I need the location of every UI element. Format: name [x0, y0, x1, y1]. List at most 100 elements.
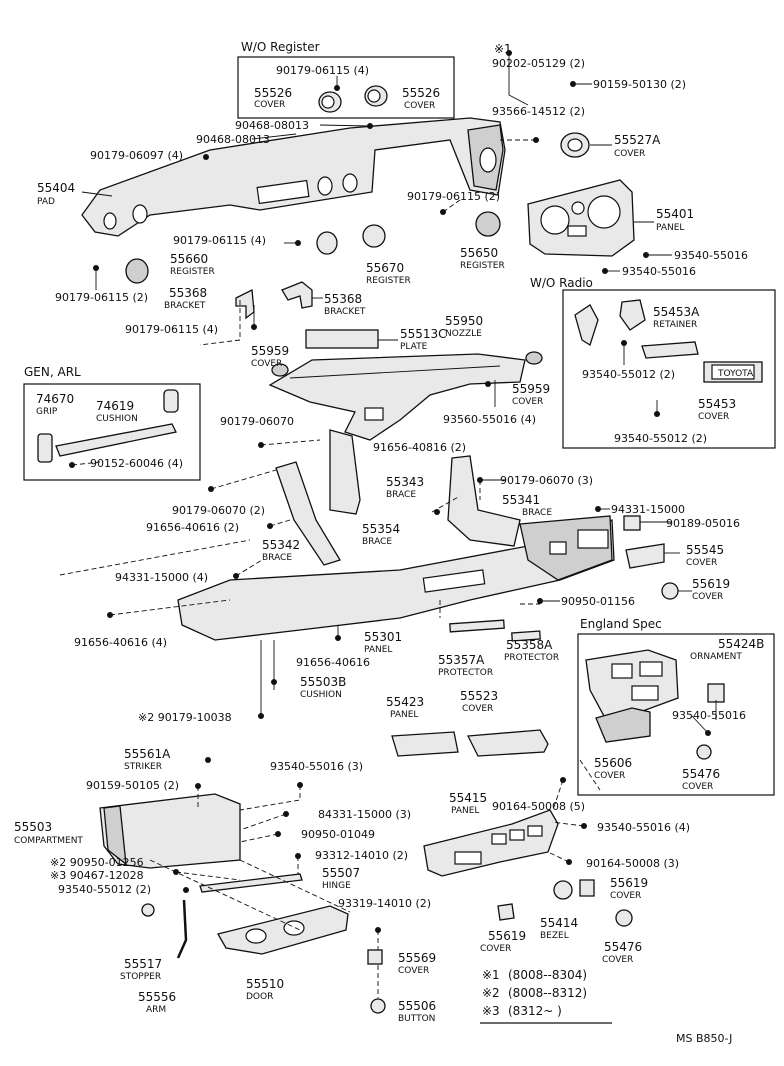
callout-c58-part: 55503B [300, 675, 346, 689]
callout-c84-part: 55476 [604, 940, 642, 954]
callout-c62-name: COVER [462, 704, 493, 714]
england-spec-box: England Spec [577, 617, 775, 796]
callout-c89-name: BUTTON [398, 1014, 435, 1024]
callout-c19-part: 55670 [366, 261, 404, 275]
callout-c45: 90189-05016 [666, 517, 740, 530]
callout-c57-part: 55357A [438, 653, 485, 667]
callout-c14-part: 55401 [656, 207, 694, 221]
callout-c48-part: 55545 [686, 543, 724, 557]
callout-c15: 90179-06115 (4) [173, 234, 266, 247]
pad-drawing [81, 117, 506, 237]
callout-c52: 91656-40616 (4) [74, 636, 167, 649]
callout-c82-name: COVER [480, 944, 511, 954]
legend-range-2: (8008--8312) [508, 986, 587, 1000]
callout-c19-name: REGISTER [366, 276, 411, 286]
callout-c31-name: COVER [698, 412, 729, 422]
brace-drawings [275, 429, 521, 566]
england-spec-drawings [585, 649, 725, 760]
callout-c25-part: 55453A [653, 305, 700, 319]
legend-mark-3: ※3 [482, 1004, 500, 1018]
callout-c20: 93540-55016 [622, 265, 696, 278]
callout-c47-name: BRACE [262, 553, 292, 563]
hinge-drawing [199, 873, 303, 893]
callout-c17-name: REGISTER [170, 267, 215, 277]
callout-c8: 90468-08013 [235, 119, 309, 132]
nozzle-drawing [268, 353, 526, 441]
wo-register-box: W/O Register [237, 40, 455, 119]
protector-drawings [449, 619, 541, 642]
callout-c33-name: CUSHION [96, 414, 138, 424]
callout-c69: 84331-15000 (3) [318, 808, 411, 821]
wo-radio-drawings: TOYOTA [574, 299, 763, 383]
gen-arl-label: GEN, ARL [24, 365, 81, 379]
callout-c26: 90179-06115 (4) [125, 323, 218, 336]
callout-c49: 94331-15000 (4) [115, 571, 208, 584]
callout-c88-part: 55556 [138, 990, 176, 1004]
callout-c68-part: 55415 [449, 791, 487, 805]
footer-code: MS B850-J [676, 1032, 732, 1045]
callout-c66: 93540-55016 (3) [270, 760, 363, 773]
callout-c65-part: 55561A [124, 747, 171, 761]
callout-c82-part: 55619 [488, 929, 526, 943]
callout-c17-part: 55660 [170, 252, 208, 266]
callout-c37: 90152-60046 (4) [90, 457, 183, 470]
callout-c14-name: PANEL [656, 223, 684, 233]
callout-c77: 90164-50008 (3) [586, 857, 679, 870]
wo-radio-label: W/O Radio [530, 276, 593, 290]
bezel-drawings [497, 879, 633, 927]
callout-c85-name: STOPPER [120, 972, 161, 982]
compartment-drawing [99, 793, 241, 869]
stopper-arm-drawing [141, 899, 188, 959]
callout-c28-name: COVER [251, 359, 282, 369]
toyota-emblem: TOYOTA [717, 369, 754, 379]
callout-c18-part: 55650 [460, 246, 498, 260]
leader-lines [59, 56, 717, 998]
callout-c46-name: BRACE [362, 537, 392, 547]
callout-c50-part: 55619 [692, 577, 730, 591]
callout-c50-name: COVER [692, 592, 723, 602]
callout-c22-name: BRACKET [164, 301, 206, 311]
callout-c28-part: 55959 [251, 344, 289, 358]
callout-c51: 90950-01156 [561, 595, 635, 608]
callout-c41: 90179-06070 (2) [172, 504, 265, 517]
callout-c63-part: 55606 [594, 756, 632, 770]
callout-c27-name: PLATE [400, 342, 428, 352]
callout-c11-part: 55527A [614, 133, 661, 147]
plate-drawing [305, 329, 379, 349]
callout-c42-name: BRACE [522, 508, 552, 518]
callout-c44: 91656-40616 (2) [146, 521, 239, 534]
callout-c80-part: 55619 [610, 876, 648, 890]
callout-c87-name: COVER [398, 966, 429, 976]
callout-c88-name: ARM [146, 1005, 166, 1015]
callout-c58-name: CUSHION [300, 690, 342, 700]
door-drawing [217, 905, 349, 955]
callout-c86-part: 55510 [246, 977, 284, 991]
legend: ※1 (8008--8304) ※2 (8008--8312) ※3 (8312… [480, 968, 612, 1024]
callout-c7: 93566-14512 (2) [492, 105, 585, 118]
gen-arl-drawings [37, 389, 179, 463]
callout-c38: 91656-40816 (2) [373, 441, 466, 454]
callout-c73: 93540-55016 (4) [597, 821, 690, 834]
callout-c80-name: COVER [610, 891, 641, 901]
callout-c16: 93540-55016 [674, 249, 748, 262]
main-panel-drawing [177, 515, 615, 641]
callout-c84-name: COVER [602, 955, 633, 965]
callout-c63-name: COVER [594, 771, 625, 781]
callout-c61-part: 55423 [386, 695, 424, 709]
callout-c35: 93560-55016 (4) [443, 413, 536, 426]
callout-c71-name: COMPARTMENT [14, 836, 83, 846]
callout-c13: 90179-06115 (2) [407, 190, 500, 203]
center-panel-drawings [391, 729, 549, 757]
callout-c83-name: BEZEL [540, 931, 569, 941]
callout-c2-name: COVER [254, 100, 285, 110]
callout-c78-name: HINGE [322, 881, 351, 891]
callout-c2-part: 55526 [254, 86, 292, 100]
callout-c34: 90179-06070 [220, 415, 294, 428]
callout-c62-part: 55523 [460, 689, 498, 703]
callout-c5: 90202-05129 (2) [492, 57, 585, 70]
callout-c64-part: 55476 [682, 767, 720, 781]
callout-c89-part: 55506 [398, 999, 436, 1013]
panel-cover-drawings [623, 515, 679, 600]
callout-c53-name: PANEL [364, 645, 392, 655]
callout-c4: ※1 [494, 42, 512, 56]
